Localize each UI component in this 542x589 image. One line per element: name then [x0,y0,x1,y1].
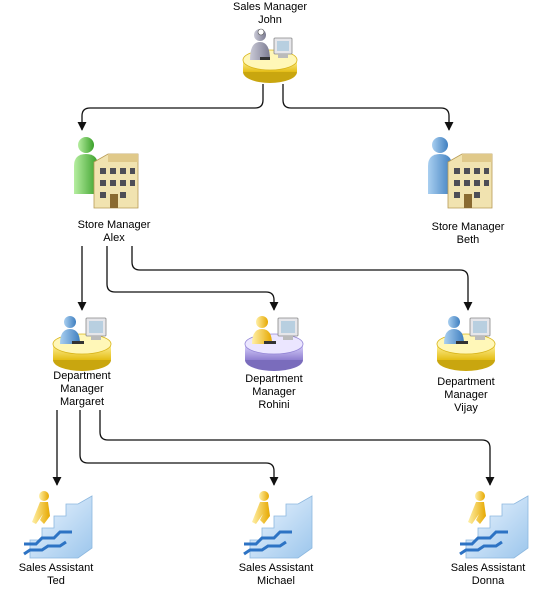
node-label-store-manager-alex: Store Manager Alex [49,219,179,245]
node-label-sales-assistant-donna: Sales Assistant Donna [423,562,542,588]
node-role: Store Manager [431,221,505,233]
node-label-dept-manager-rohini: Department Manager Rohini [209,373,339,412]
node-role: Sales Assistant [18,562,94,574]
node-role: Store Manager [77,219,151,231]
node-role-line-1: Department [53,370,111,382]
node-label-dept-manager-margaret: Department Manager Margaret [17,370,147,409]
edge-alex-vijay [131,246,473,311]
node-person-name: Margaret [59,396,105,408]
node-role-line-2: Manager [252,386,296,398]
node-label-store-manager-beth: Store Manager Beth [403,221,533,247]
node-role-line-2: Manager [444,389,488,401]
node-role: Sales Manager [233,1,307,13]
person-at-desk-icon [52,316,112,371]
person-at-desk-icon [244,316,304,371]
node-person-name: Ted [47,575,65,587]
edge-margaret-michael [79,410,279,486]
person-climbing-stairs-icon [243,491,313,559]
node-person-name: Rohini [258,399,290,411]
manager-at-desk-icon [242,28,298,83]
edge-alex-rohini [106,246,279,311]
node-label-sales-assistant-ted: Sales Assistant Ted [0,562,121,588]
person-with-store-icon [428,137,493,209]
person-climbing-stairs-icon [23,491,93,559]
node-person-name: Donna [471,575,505,587]
node-person-name: John [258,14,282,26]
node-role-line-2: Manager [60,383,104,395]
edge-john-beth [282,84,454,131]
node-person-name: Alex [103,232,125,244]
node-person-name: Vijay [454,402,478,414]
node-role-line-1: Department [245,373,303,385]
node-role-line-1: Department [437,376,495,388]
node-label-dept-manager-vijay: Department Manager Vijay [401,376,531,415]
node-person-name: Beth [456,234,480,246]
node-role: Sales Assistant [450,562,526,574]
connectors [52,84,495,486]
edge-john-alex [77,84,264,131]
node-label-sales-assistant-michael: Sales Assistant Michael [211,562,341,588]
person-climbing-stairs-icon [459,491,529,559]
edge-margaret-donna [99,410,495,486]
person-at-desk-icon [436,316,496,371]
node-role: Sales Assistant [238,562,314,574]
node-label-sales-manager-john: Sales Manager John [205,1,335,27]
person-with-store-icon [74,137,139,209]
node-person-name: Michael [257,575,295,587]
